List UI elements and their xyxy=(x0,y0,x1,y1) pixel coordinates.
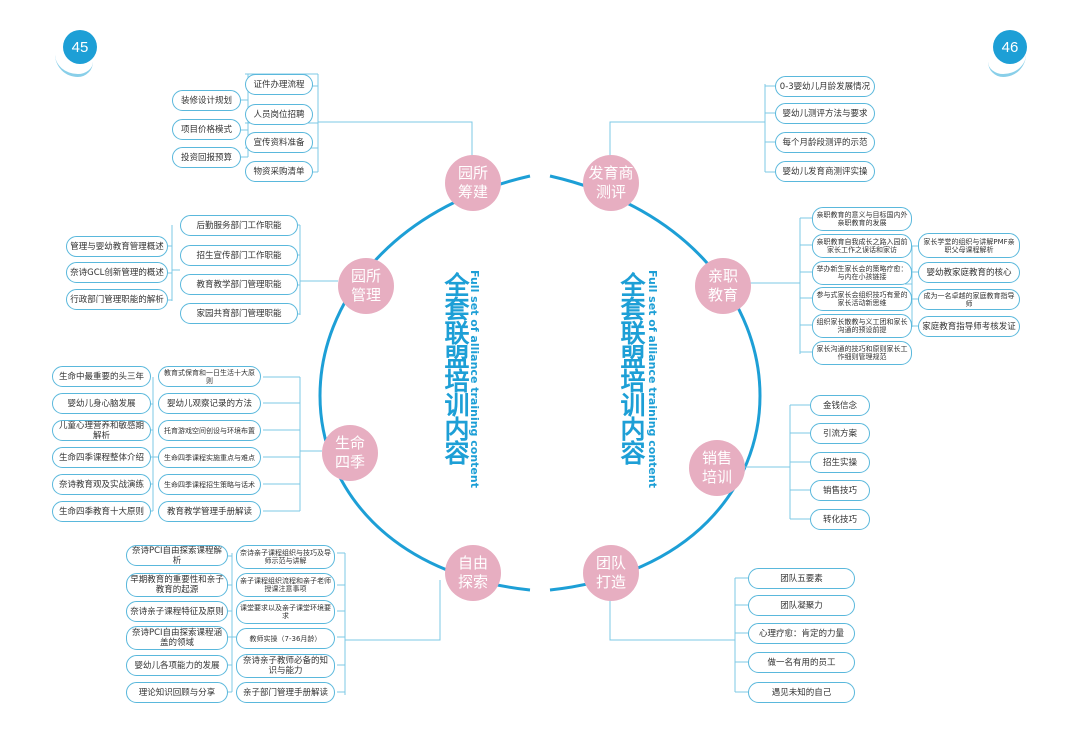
page-corner-left xyxy=(55,52,93,77)
list-item: 引流方案 xyxy=(810,423,870,444)
list-item: 奈诗GCL创新管理的概述 xyxy=(66,262,168,283)
list-item: 奈诗PCI自由探索课程解析 xyxy=(126,545,228,566)
node-label: 四季 xyxy=(334,453,365,471)
list-item: 管理与婴幼教育管理概述 xyxy=(66,236,168,257)
list-item: 教师实操（7-36月龄） xyxy=(236,628,335,649)
list-item: 每个月龄段测评的示范 xyxy=(775,132,875,153)
left-arc xyxy=(318,174,531,592)
list-item: 婴幼儿发育商测评实操 xyxy=(775,161,875,182)
node-label: 发育商 xyxy=(588,164,634,182)
node-yuansuo-choujian: 园所 筹建 xyxy=(445,155,501,211)
list-item: 婴幼教家庭教育的核心 xyxy=(918,262,1020,283)
list-item: 奈诗PCI自由探索课程涵盖的领域 xyxy=(126,626,228,650)
list-item: 家长学堂的组织与讲解PMF亲职父母课程解析 xyxy=(918,233,1020,258)
list-item: 亲职教育的意义与目标国内外亲职教育的发展 xyxy=(812,207,912,231)
node-label: 生命 xyxy=(334,434,365,452)
list-item: 生命四季课程整体介绍 xyxy=(52,447,151,468)
node-label: 教育 xyxy=(707,286,738,304)
list-item: 奈诗亲子课程特征及原则 xyxy=(126,601,228,622)
node-label: 园所 xyxy=(350,267,381,285)
list-item: 遇见未知的自己 xyxy=(748,682,855,703)
node-shengming-siji: 生命 四季 xyxy=(322,425,378,481)
node-qinzhi-jiaoyu: 亲职 教育 xyxy=(695,258,751,314)
list-item: 举办新生家长会的策略疗愈：与内在小孩链接 xyxy=(812,261,912,285)
list-item: 儿童心理营养和敏感期解析 xyxy=(52,420,151,441)
node-label: 探索 xyxy=(457,573,488,591)
list-item: 教育教学部门管理职能 xyxy=(180,274,298,295)
node-label: 打造 xyxy=(595,573,626,591)
list-item: 参与式家长会组织技巧有爱的家长活动新思维 xyxy=(812,287,912,311)
list-item: 团队五要素 xyxy=(748,568,855,589)
node-yuansuo-guanli: 园所 管理 xyxy=(338,258,394,314)
node-fayu-ceping: 发育商 测评 xyxy=(583,155,639,211)
list-item: 招生实操 xyxy=(810,452,870,473)
list-item: 教育教学管理手册解读 xyxy=(158,501,261,522)
page-number-left: 45 xyxy=(63,30,97,64)
list-item: 生命中最重要的头三年 xyxy=(52,366,151,387)
list-item: 项目价格模式 xyxy=(172,119,241,140)
list-item: 转化技巧 xyxy=(810,509,870,530)
list-item: 行政部门管理职能的解析 xyxy=(66,289,168,310)
list-item: 成为一名卓越的家庭教育指导师 xyxy=(918,289,1020,310)
list-item: 投资回报预算 xyxy=(172,147,241,168)
list-item: 早期教育的重要性和亲子教育的起源 xyxy=(126,573,228,597)
list-item: 奈诗亲子课程组织与技巧及导师示范与讲解 xyxy=(236,545,335,569)
list-item: 生命四季教育十大原则 xyxy=(52,501,151,522)
node-label: 团队 xyxy=(595,554,626,572)
node-label: 培训 xyxy=(701,468,732,486)
list-item: 心理疗愈：肯定的力量 xyxy=(748,623,855,644)
node-xiaoshou-peixun: 销售 培训 xyxy=(689,440,745,496)
list-item: 金钱信念 xyxy=(810,395,870,416)
title-en-left: Full set of alliance training content xyxy=(468,270,481,488)
list-item: 亲子课程组织流程和亲子老师授课注意事项 xyxy=(236,573,335,597)
list-item: 销售技巧 xyxy=(810,480,870,501)
title-en-right: Full set of alliance training content xyxy=(646,270,659,488)
node-label: 销售 xyxy=(701,449,732,467)
page-corner-right xyxy=(988,52,1026,77)
list-item: 家庭教育指导师考核发证 xyxy=(918,316,1020,337)
node-label: 管理 xyxy=(350,286,381,304)
list-item: 组织家长散教与义工团和家长沟通的预设前提 xyxy=(812,314,912,338)
list-item: 后勤服务部门工作职能 xyxy=(180,215,298,236)
node-label: 亲职 xyxy=(707,267,738,285)
node-ziyou-tansuo: 自由 探索 xyxy=(445,545,501,601)
list-item: 团队凝聚力 xyxy=(748,595,855,616)
list-item: 婴幼儿身心脑发展 xyxy=(52,393,151,414)
list-item: 托育游戏空间创设与环境布置 xyxy=(158,420,261,441)
list-item: 人员岗位招聘 xyxy=(245,104,313,125)
title-cn-left: 全套联盟培训内容 xyxy=(441,272,470,464)
list-item: 理论知识回顾与分享 xyxy=(126,682,228,703)
list-item: 装修设计规划 xyxy=(172,90,241,111)
list-item: 教育式保育和一日生活十大原则 xyxy=(158,366,261,387)
list-item: 课堂要求以及亲子课堂环境要求 xyxy=(236,600,335,624)
list-item: 证件办理流程 xyxy=(245,74,313,95)
list-item: 亲子部门管理手册解读 xyxy=(236,682,335,703)
list-item: 奈诗教育观及实战演练 xyxy=(52,474,151,495)
list-item: 做一名有用的员工 xyxy=(748,652,855,673)
list-item: 家长沟通的技巧和原则家长工作细则管理规范 xyxy=(812,341,912,365)
list-item: 婴幼儿测评方法与要求 xyxy=(775,103,875,124)
node-label: 园所 xyxy=(457,164,488,182)
node-label: 自由 xyxy=(457,554,488,572)
node-tuandui-dazao: 团队 打造 xyxy=(583,545,639,601)
list-item: 0-3婴幼儿月龄发展情况 xyxy=(775,76,875,97)
title-cn-right: 全套联盟培训内容 xyxy=(617,272,646,464)
list-item: 宣传资料准备 xyxy=(245,132,313,153)
list-item: 婴幼儿各项能力的发展 xyxy=(126,655,228,676)
list-item: 物资采购清单 xyxy=(245,161,313,182)
list-item: 亲职教育自我成长之路入园前家长工作之误话和家访 xyxy=(812,234,912,258)
list-item: 奈诗亲子教师必备的知识与能力 xyxy=(236,654,335,678)
node-label: 筹建 xyxy=(457,183,488,201)
page-number-right: 46 xyxy=(993,30,1027,64)
list-item: 生命四季课程实施重点与难点 xyxy=(158,447,261,468)
right-arc xyxy=(549,174,762,592)
list-item: 婴幼儿观察记录的方法 xyxy=(158,393,261,414)
list-item: 生命四季课程招生策略与话术 xyxy=(158,474,261,495)
list-item: 招生宣传部门工作职能 xyxy=(180,245,298,266)
list-item: 家园共育部门管理职能 xyxy=(180,303,298,324)
node-label: 测评 xyxy=(595,183,626,201)
